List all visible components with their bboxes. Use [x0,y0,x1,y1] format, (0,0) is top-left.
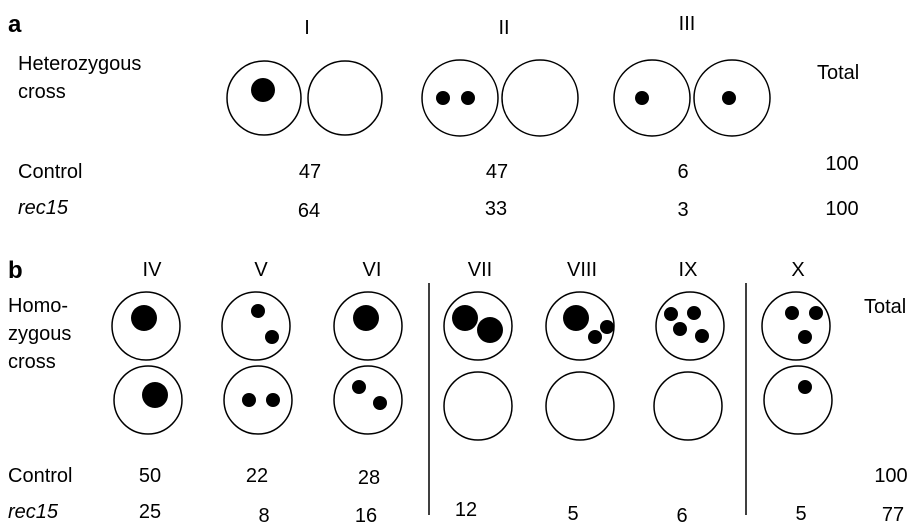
ascus-class-I [226,60,383,136]
nucleus-large [131,305,157,331]
nucleus-small [251,304,265,318]
class-VIII-label: VIII [567,259,597,281]
ascus-class-X [761,291,833,435]
spore-cell-II-2 [501,59,579,137]
nucleus-small [600,320,614,334]
count-b-rec15-VII: 12 [455,499,477,521]
ascus-class-IX [653,291,725,441]
spore-cell-VIII-2 [545,371,615,441]
panel-b-label: b [8,257,23,284]
nucleus-small [785,306,799,320]
nucleus-small [242,393,256,407]
count-b-rec15-IX: 6 [676,505,687,525]
count-a-control-III: 6 [677,161,688,183]
count-b-control-V: 22 [246,465,268,487]
nucleus-large [452,305,478,331]
nucleus-small [664,307,678,321]
count-a-rec15-II: 33 [485,198,507,220]
heterozygous-title-line-1: Heterozygous [18,53,141,75]
count-a-control-II: 47 [486,161,508,183]
nucleus-small [265,330,279,344]
nucleus-small [722,91,736,105]
nucleus-small [588,330,602,344]
spore-cell-IX-2 [653,371,723,441]
heterozygous-title-line-2: cross [18,81,66,103]
panel-a-label: a [8,11,22,38]
count-b-rec15-X: 5 [795,503,806,525]
class-III-label: III [679,13,696,35]
ascus-class-VIII [545,291,615,441]
nucleus-small [809,306,823,320]
spore-cell-III-1 [613,59,691,137]
nucleus-small [635,91,649,105]
class-IX-label: IX [679,259,698,281]
homozygous-title-line-1: Homo- [8,295,68,317]
count-a-rec15-I: 64 [298,200,320,222]
nucleus-small [673,322,687,336]
nucleus-small [461,91,475,105]
spore-cell-I-2 [307,60,383,136]
count-b-rec15-VIII: 5 [567,503,578,525]
spore-cell-V-2 [223,365,293,435]
spore-cell-IX-1 [655,291,725,361]
ascus-class-V [221,291,293,435]
ascus-class-II [421,59,579,137]
nucleus-small [798,380,812,394]
class-VI-label: VI [363,259,382,281]
spore-cell-II-1 [421,59,499,137]
row-control-a: Control [18,161,82,183]
homozygous-title-line-2: zygous [8,323,71,345]
count-b-rec15-IV: 25 [139,501,161,523]
spore-cell-X-1 [761,291,831,361]
ascus-class-IV [111,291,183,435]
class-II-label: II [498,17,509,39]
nucleus-small [695,329,709,343]
total-label-a: Total [817,62,859,84]
homozygous-title-line-3: cross [8,351,56,373]
class-X-label: X [791,259,804,281]
count-b-control-VI: 28 [358,467,380,489]
spore-cell-VI-2 [333,365,403,435]
ascus-class-III [613,59,771,137]
class-I-label: I [304,17,310,39]
nucleus-small [798,330,812,344]
ascus-class-VII [443,291,513,441]
total-b-rec15: 77 [882,504,904,525]
row-rec15-b: rec15 [8,501,59,523]
count-a-control-I: 47 [299,161,321,183]
nucleus-small [373,396,387,410]
spore-cell-VII-2 [443,371,513,441]
count-b-rec15-V: 8 [258,505,269,525]
spore-cell-V-1 [221,291,291,361]
nucleus-large [251,78,275,102]
nucleus-large [477,317,503,343]
nucleus-large [563,305,589,331]
total-a-control: 100 [825,153,858,175]
class-VII-label: VII [468,259,492,281]
nucleus-small [266,393,280,407]
nucleus-small [687,306,701,320]
spore-cell-X-2 [763,365,833,435]
nucleus-large [142,382,168,408]
nucleus-small [352,380,366,394]
class-IV-label: IV [143,259,163,281]
row-rec15-a: rec15 [18,197,69,219]
total-label-b: Total [864,296,906,318]
count-b-rec15-VI: 16 [355,505,377,525]
count-b-control-IV: 50 [139,465,161,487]
ascus-class-VI [333,291,403,435]
nucleus-small [436,91,450,105]
total-b-control: 100 [874,465,907,487]
count-a-rec15-III: 3 [677,199,688,221]
class-V-label: V [254,259,268,281]
nucleus-large [353,305,379,331]
row-control-b: Control [8,465,72,487]
total-a-rec15: 100 [825,198,858,220]
